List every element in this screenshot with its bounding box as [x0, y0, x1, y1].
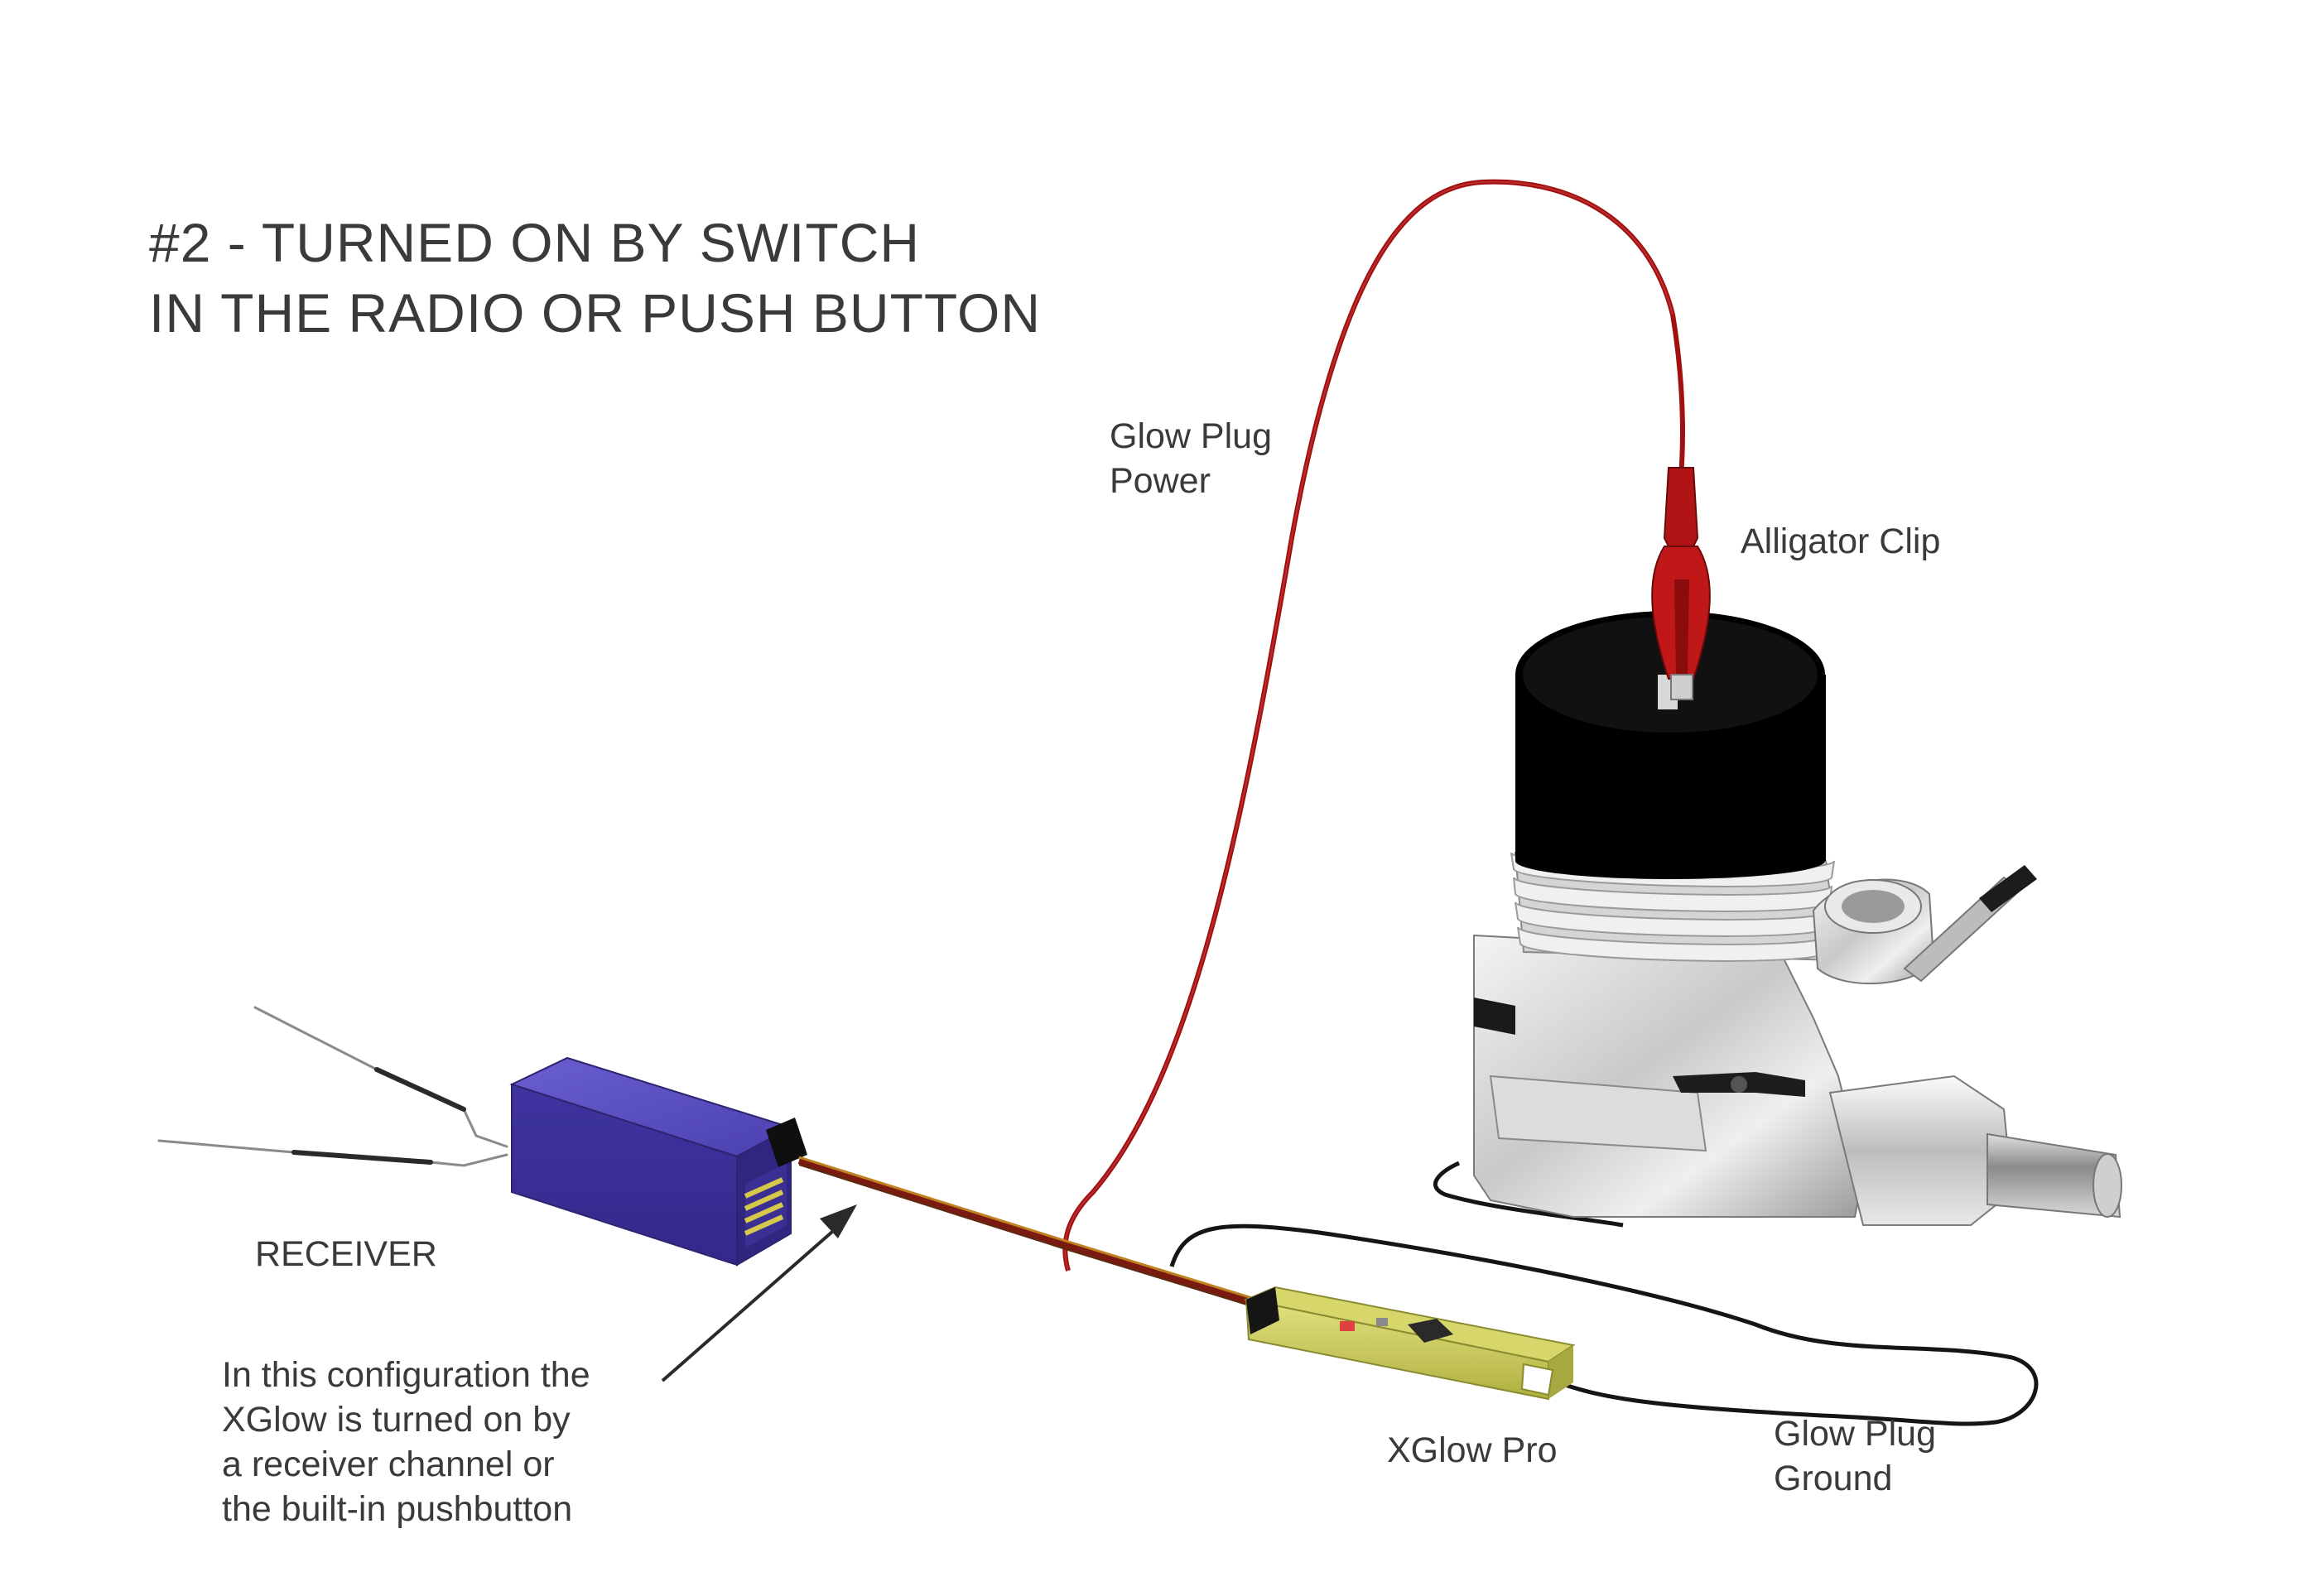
receiver-lead: [797, 1156, 1273, 1313]
label-glow-plug-ground-line-1: Glow Plug: [1774, 1414, 1936, 1454]
receiver-antennas: [157, 1006, 508, 1167]
configuration-note-line-3: a receiver channel or: [222, 1445, 555, 1484]
label-glow-plug-ground: Glow Plug Ground: [1774, 1411, 1936, 1501]
configuration-note: In this configuration the XGlow is turne…: [222, 1353, 590, 1531]
page-title-line-2: IN THE RADIO OR PUSH BUTTON: [149, 282, 1042, 344]
pointer-arrow: [661, 1204, 857, 1382]
alligator-clip: [1651, 467, 1711, 700]
label-glow-plug-power-line-2: Power: [1110, 461, 1211, 501]
configuration-note-line-4: the built-in pushbutton: [222, 1489, 573, 1529]
model-engine: [1473, 611, 2122, 1226]
xglow-pro-device: [1243, 1286, 1576, 1401]
page-title-line-1: #2 - TURNED ON BY SWITCH: [149, 212, 921, 273]
glow-plug-ground-wire: [1169, 1161, 2039, 1426]
label-glow-plug-ground-line-2: Ground: [1774, 1459, 1893, 1498]
configuration-note-line-2: XGlow is turned on by: [222, 1400, 571, 1440]
configuration-note-line-1: In this configuration the: [222, 1355, 590, 1395]
label-receiver: RECEIVER: [255, 1234, 437, 1274]
label-glow-plug-power-line-1: Glow Plug: [1110, 416, 1272, 456]
receiver-box: [509, 1056, 807, 1267]
label-xglow-pro: XGlow Pro: [1387, 1430, 1558, 1470]
label-glow-plug-power: Glow Plug Power: [1110, 414, 1272, 503]
label-alligator-clip: Alligator Clip: [1741, 522, 1941, 561]
